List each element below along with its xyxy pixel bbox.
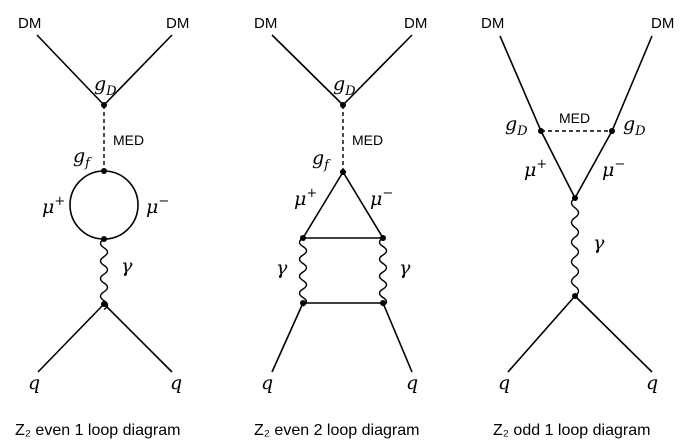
caption: Z₂ odd 1 loop diagram [493,422,650,439]
mediator-label: MED [113,132,144,148]
diagram-z2-odd-1-loop: DM DM gD gD MED μ+ μ− γ q q Z₂ odd 1 loo… [481,15,674,439]
quark-label-left: q [498,372,510,394]
coupling-gf-label: gf [312,147,331,173]
muon-plus-label: μ+ [294,186,317,210]
muon-loop [69,170,139,240]
diagram-z2-even-1-loop: DM DM gD MED gf μ+ μ− γ q q Z₂ even 1 lo… [15,15,189,439]
photon-line-right [378,237,388,307]
dm-label-left: DM [18,15,41,32]
muon-minus-label: μ− [370,186,393,210]
dm-line-left [499,35,542,132]
coupling-gd-label: gD [94,73,117,99]
coupling-gd-label: gD [333,73,356,99]
dm-line-right [342,34,413,106]
quark-line-right [382,302,413,373]
quark-label-right: q [170,372,182,394]
quark-line-right [574,295,653,373]
photon-line-left [298,237,308,307]
quark-line-left [271,302,304,373]
coupling-gd-left-label: gD [505,113,528,139]
muon-line-left [540,130,576,199]
mediator-label: MED [559,110,590,126]
quark-line-left [507,295,576,373]
dm-label-right: DM [166,15,189,32]
quark-line-right [103,303,173,373]
dm-line-left [36,34,105,106]
muon-plus-label: μ+ [42,194,65,218]
photon-line [570,197,580,297]
photon-label-right: γ [399,257,411,279]
quark-label-right: q [646,372,658,394]
quark-label-left: q [261,372,273,394]
muon-line-left [302,171,344,239]
quark-label-right: q [406,372,418,394]
muon-minus-label: μ− [146,194,169,218]
dm-label-right: DM [404,15,427,32]
dm-line-left [271,34,344,106]
dm-line-right [103,34,173,106]
dm-label-left: DM [254,15,277,32]
photon-label: γ [593,232,605,254]
photon-line [99,238,109,310]
diagram-z2-even-2-loop: DM DM gD MED gf μ+ μ− γ γ q q Z₂ even 2 … [254,15,427,439]
photon-label: γ [121,255,133,277]
quark-label-left: q [28,372,40,394]
photon-label-left: γ [276,257,288,279]
dm-label-right: DM [651,15,674,32]
caption: Z₂ even 1 loop diagram [15,422,180,439]
caption: Z₂ even 2 loop diagram [254,422,419,439]
dm-label-left: DM [481,15,504,32]
muon-plus-label: μ+ [524,157,547,181]
muon-line-right [342,171,384,239]
dm-line-right [611,35,653,132]
muon-minus-label: μ− [602,157,625,181]
coupling-gf-label: gf [73,145,92,171]
coupling-gd-right-label: gD [623,113,646,139]
mediator-label: MED [352,132,383,148]
muon-line-right [574,130,613,199]
quark-line-left [37,303,105,373]
